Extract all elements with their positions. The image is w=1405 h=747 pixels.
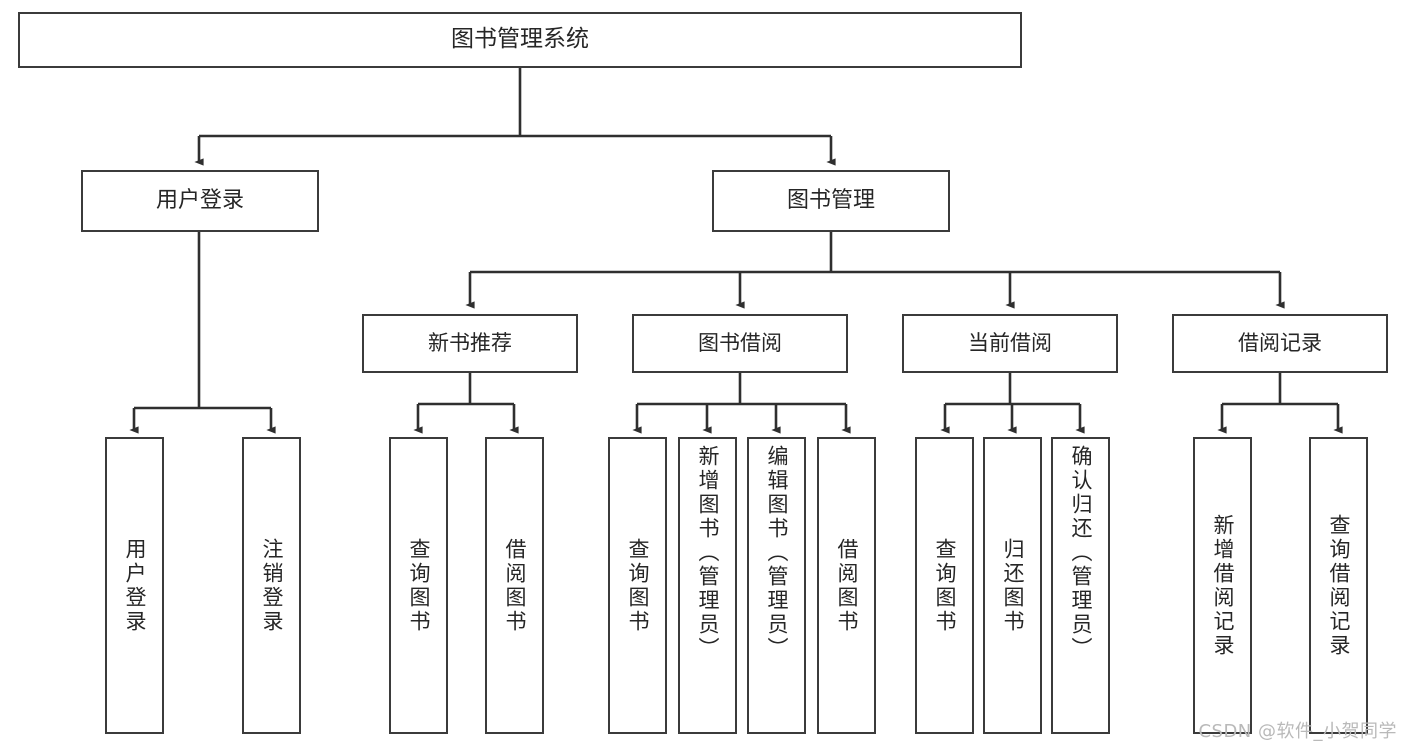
connector-group-root [194, 68, 836, 166]
node-label: 查询图书 [626, 537, 650, 634]
node-leaf-confirm-return[interactable]: 确认归还（管理员） [1051, 437, 1110, 734]
node-label: 借阅图书 [503, 537, 527, 634]
node-label: 借阅图书 [835, 537, 859, 634]
node-label: 新书推荐 [428, 331, 512, 356]
node-leaf-query-book-current[interactable]: 查询图书 [915, 437, 974, 734]
node-leaf-add-book[interactable]: 新增图书（管理员） [678, 437, 737, 734]
node-label: 查询图书 [933, 537, 957, 634]
connector-group-book-management [465, 232, 1285, 309]
node-leaf-add-borrow-record[interactable]: 新增借阅记录 [1193, 437, 1252, 734]
node-book-management[interactable]: 图书管理 [712, 170, 950, 232]
node-new-book-recommend[interactable]: 新书推荐 [362, 314, 578, 373]
connector-group-user-login [129, 232, 276, 434]
node-label: 用户登录 [123, 537, 147, 634]
node-label: 借阅记录 [1238, 331, 1322, 356]
node-leaf-query-book-borrow[interactable]: 查询图书 [608, 437, 667, 734]
connector-group-book-borrow [632, 373, 851, 434]
node-leaf-query-book-recommend[interactable]: 查询图书 [389, 437, 448, 734]
node-current-borrow[interactable]: 当前借阅 [902, 314, 1118, 373]
node-leaf-edit-book[interactable]: 编辑图书（管理员） [747, 437, 806, 734]
node-root-book-management-system[interactable]: 图书管理系统 [18, 12, 1022, 68]
node-user-login[interactable]: 用户登录 [81, 170, 319, 232]
node-label: 编辑图书（管理员） [765, 445, 789, 661]
node-label: 新增借阅记录 [1211, 513, 1235, 658]
node-label: 查询借阅记录 [1327, 513, 1351, 658]
node-label: 新增图书（管理员） [696, 445, 720, 661]
node-leaf-logout-login[interactable]: 注销登录 [242, 437, 301, 734]
node-leaf-user-login[interactable]: 用户登录 [105, 437, 164, 734]
node-borrow-record[interactable]: 借阅记录 [1172, 314, 1388, 373]
node-label: 图书管理系统 [451, 26, 589, 53]
connector-group-current-borrow [940, 373, 1085, 434]
node-leaf-query-borrow-record[interactable]: 查询借阅记录 [1309, 437, 1368, 734]
connector-group-borrow-record [1217, 373, 1343, 434]
node-leaf-borrow-book-borrow[interactable]: 借阅图书 [817, 437, 876, 734]
node-label: 当前借阅 [968, 331, 1052, 356]
node-label: 查询图书 [407, 537, 431, 634]
node-leaf-return-book[interactable]: 归还图书 [983, 437, 1042, 734]
node-label: 图书管理 [786, 187, 875, 213]
node-leaf-borrow-book-recommend[interactable]: 借阅图书 [485, 437, 544, 734]
node-label: 用户登录 [155, 187, 244, 213]
node-label: 确认归还（管理员） [1069, 445, 1093, 661]
connector-group-new-book [413, 373, 519, 434]
node-label: 归还图书 [1001, 537, 1025, 634]
node-label: 注销登录 [260, 537, 284, 634]
node-label: 图书借阅 [698, 331, 782, 356]
node-book-borrow[interactable]: 图书借阅 [632, 314, 848, 373]
